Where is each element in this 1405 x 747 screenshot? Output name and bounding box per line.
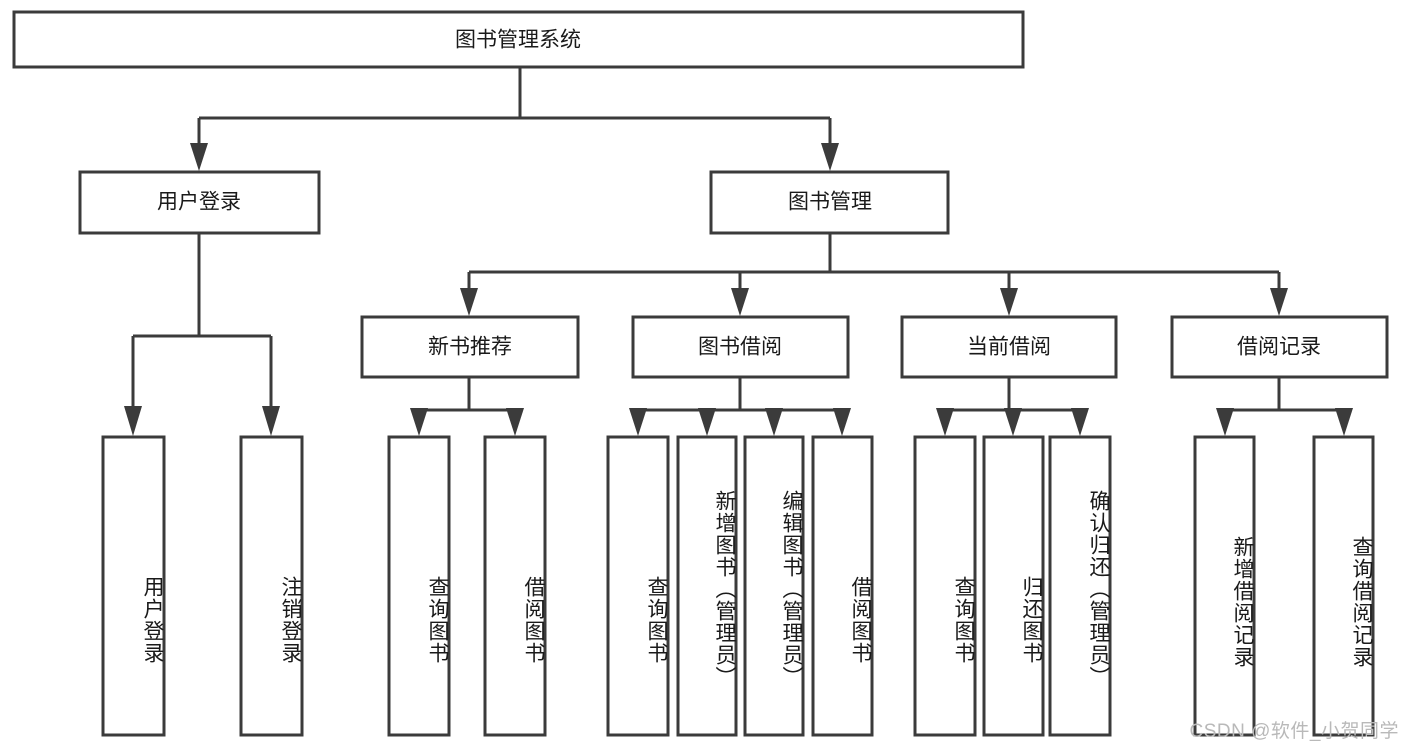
node-box-root[interactable] [12,10,1025,69]
arrow-head-leaf-query-book-3 [936,408,954,436]
node-box-leaf-user-login[interactable] [101,435,166,737]
node-label-new-book-recommend: 新书推荐 [428,336,512,359]
node-box-current-borrow[interactable] [900,315,1118,379]
node-label-current-borrow: 当前借阅 [967,336,1051,359]
watermark-text: CSDN @软件_小贺同学 [1189,721,1399,742]
arrow-head-new-book-recommend [460,288,478,316]
arrow-head-leaf-add-record [1216,408,1234,436]
edges-layer [124,67,1353,436]
arrow-head-leaf-query-book-1 [410,408,428,436]
arrow-head-leaf-borrow-book-2 [833,408,851,436]
arrow-head-leaf-edit-book [765,408,783,436]
arrow-head-book-management [821,143,839,171]
node-box-leaf-confirm-return[interactable] [1048,435,1112,737]
node-box-leaf-add-record[interactable] [1193,435,1256,737]
node-label-book-management: 图书管理 [788,191,872,214]
arrow-head-leaf-add-book [698,408,716,436]
arrow-head-user-login [190,143,208,171]
node-box-leaf-query-book-3[interactable] [913,435,977,737]
node-box-leaf-add-book[interactable] [676,435,738,737]
arrow-head-leaf-query-book-2 [629,408,647,436]
node-box-leaf-edit-book[interactable] [743,435,805,737]
arrow-head-leaf-query-record [1335,408,1353,436]
node-label-borrow-record: 借阅记录 [1237,336,1321,359]
node-box-book-borrow[interactable] [631,315,850,379]
arrow-head-leaf-user-login [124,406,142,436]
arrow-head-book-borrow [731,288,749,316]
node-label-root: 图书管理系统 [455,29,581,52]
arrow-head-leaf-borrow-book-1 [506,408,524,436]
arrow-head-leaf-user-logout [262,406,280,436]
node-box-leaf-query-book-1[interactable] [387,435,451,737]
arrow-head-borrow-record [1270,288,1288,316]
arrow-head-current-borrow [1000,288,1018,316]
node-box-leaf-query-book-2[interactable] [606,435,670,737]
node-box-new-book-recommend[interactable] [360,315,580,379]
arrow-head-leaf-return-book [1004,408,1022,436]
node-label-user-login: 用户登录 [157,191,241,214]
node-label-book-borrow: 图书借阅 [698,336,782,359]
node-box-leaf-return-book[interactable] [982,435,1045,737]
node-box-user-login[interactable] [78,170,321,235]
nodes-layer: 图书管理系统 用户登录 图书管理 新书推荐 图书借阅 当前借阅 借阅记录 [12,10,1389,737]
node-box-borrow-record[interactable] [1170,315,1389,379]
node-box-leaf-query-record[interactable] [1312,435,1375,737]
node-box-book-management[interactable] [709,170,950,235]
node-box-leaf-borrow-book-1[interactable] [483,435,547,737]
node-box-leaf-borrow-book-2[interactable] [811,435,874,737]
node-box-leaf-user-logout[interactable] [239,435,304,737]
arrow-head-leaf-confirm-return [1071,408,1089,436]
